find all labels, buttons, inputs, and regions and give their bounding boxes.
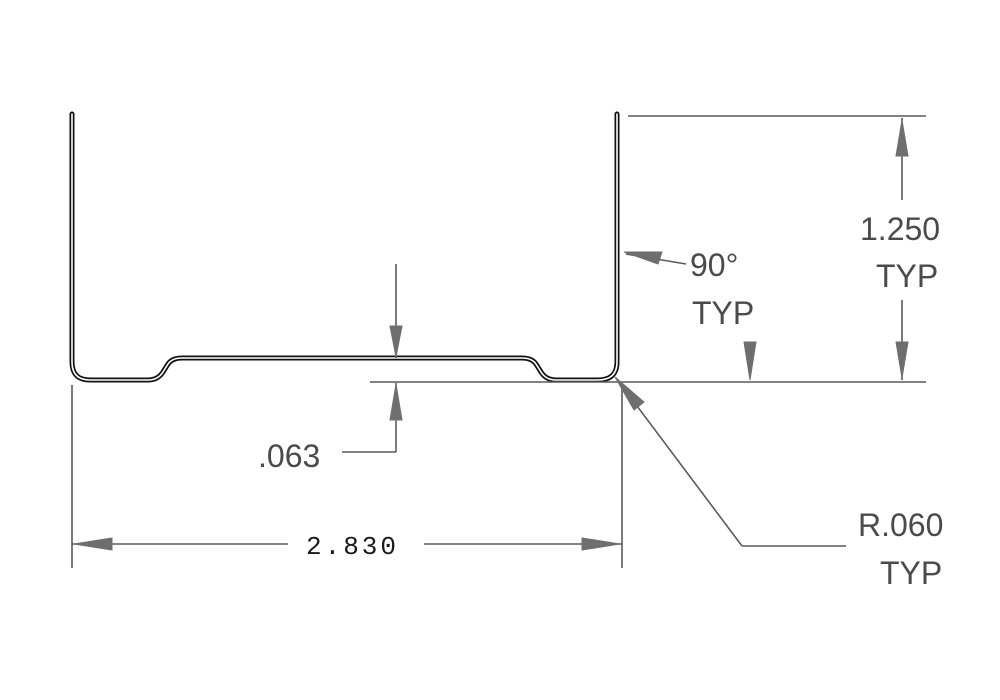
- thickness-arrow-top: [389, 325, 403, 358]
- radius-callout: R.060 TYP: [614, 376, 943, 591]
- width-arrow-right: [581, 537, 621, 551]
- thickness-dimension: .063: [258, 264, 403, 474]
- angle-leader-arrow: [623, 251, 663, 265]
- thickness-arrow-bottom: [389, 383, 403, 421]
- height-dimension-label: 1.250: [860, 211, 940, 247]
- width-arrow-left: [73, 537, 113, 551]
- height-typ-label: TYP: [876, 258, 938, 294]
- angle-label: 90°: [690, 247, 738, 283]
- height-dimension: 1.250 TYP: [370, 115, 940, 383]
- thickness-dimension-label: .063: [258, 438, 320, 474]
- height-arrow-bottom: [895, 341, 909, 379]
- radius-typ-label: TYP: [880, 555, 942, 591]
- height-arrow-top: [895, 119, 909, 157]
- radius-label: R.060: [858, 507, 943, 543]
- angle-typ-label: TYP: [692, 295, 754, 331]
- angle-marker-arrow: [743, 341, 757, 381]
- channel-profile: [69, 111, 620, 383]
- width-dimension-label: 2.830: [306, 532, 399, 562]
- width-dimension: 2.830: [71, 385, 623, 568]
- angle-callout: 90° TYP: [623, 247, 757, 381]
- radius-leader-arrow: [614, 376, 645, 411]
